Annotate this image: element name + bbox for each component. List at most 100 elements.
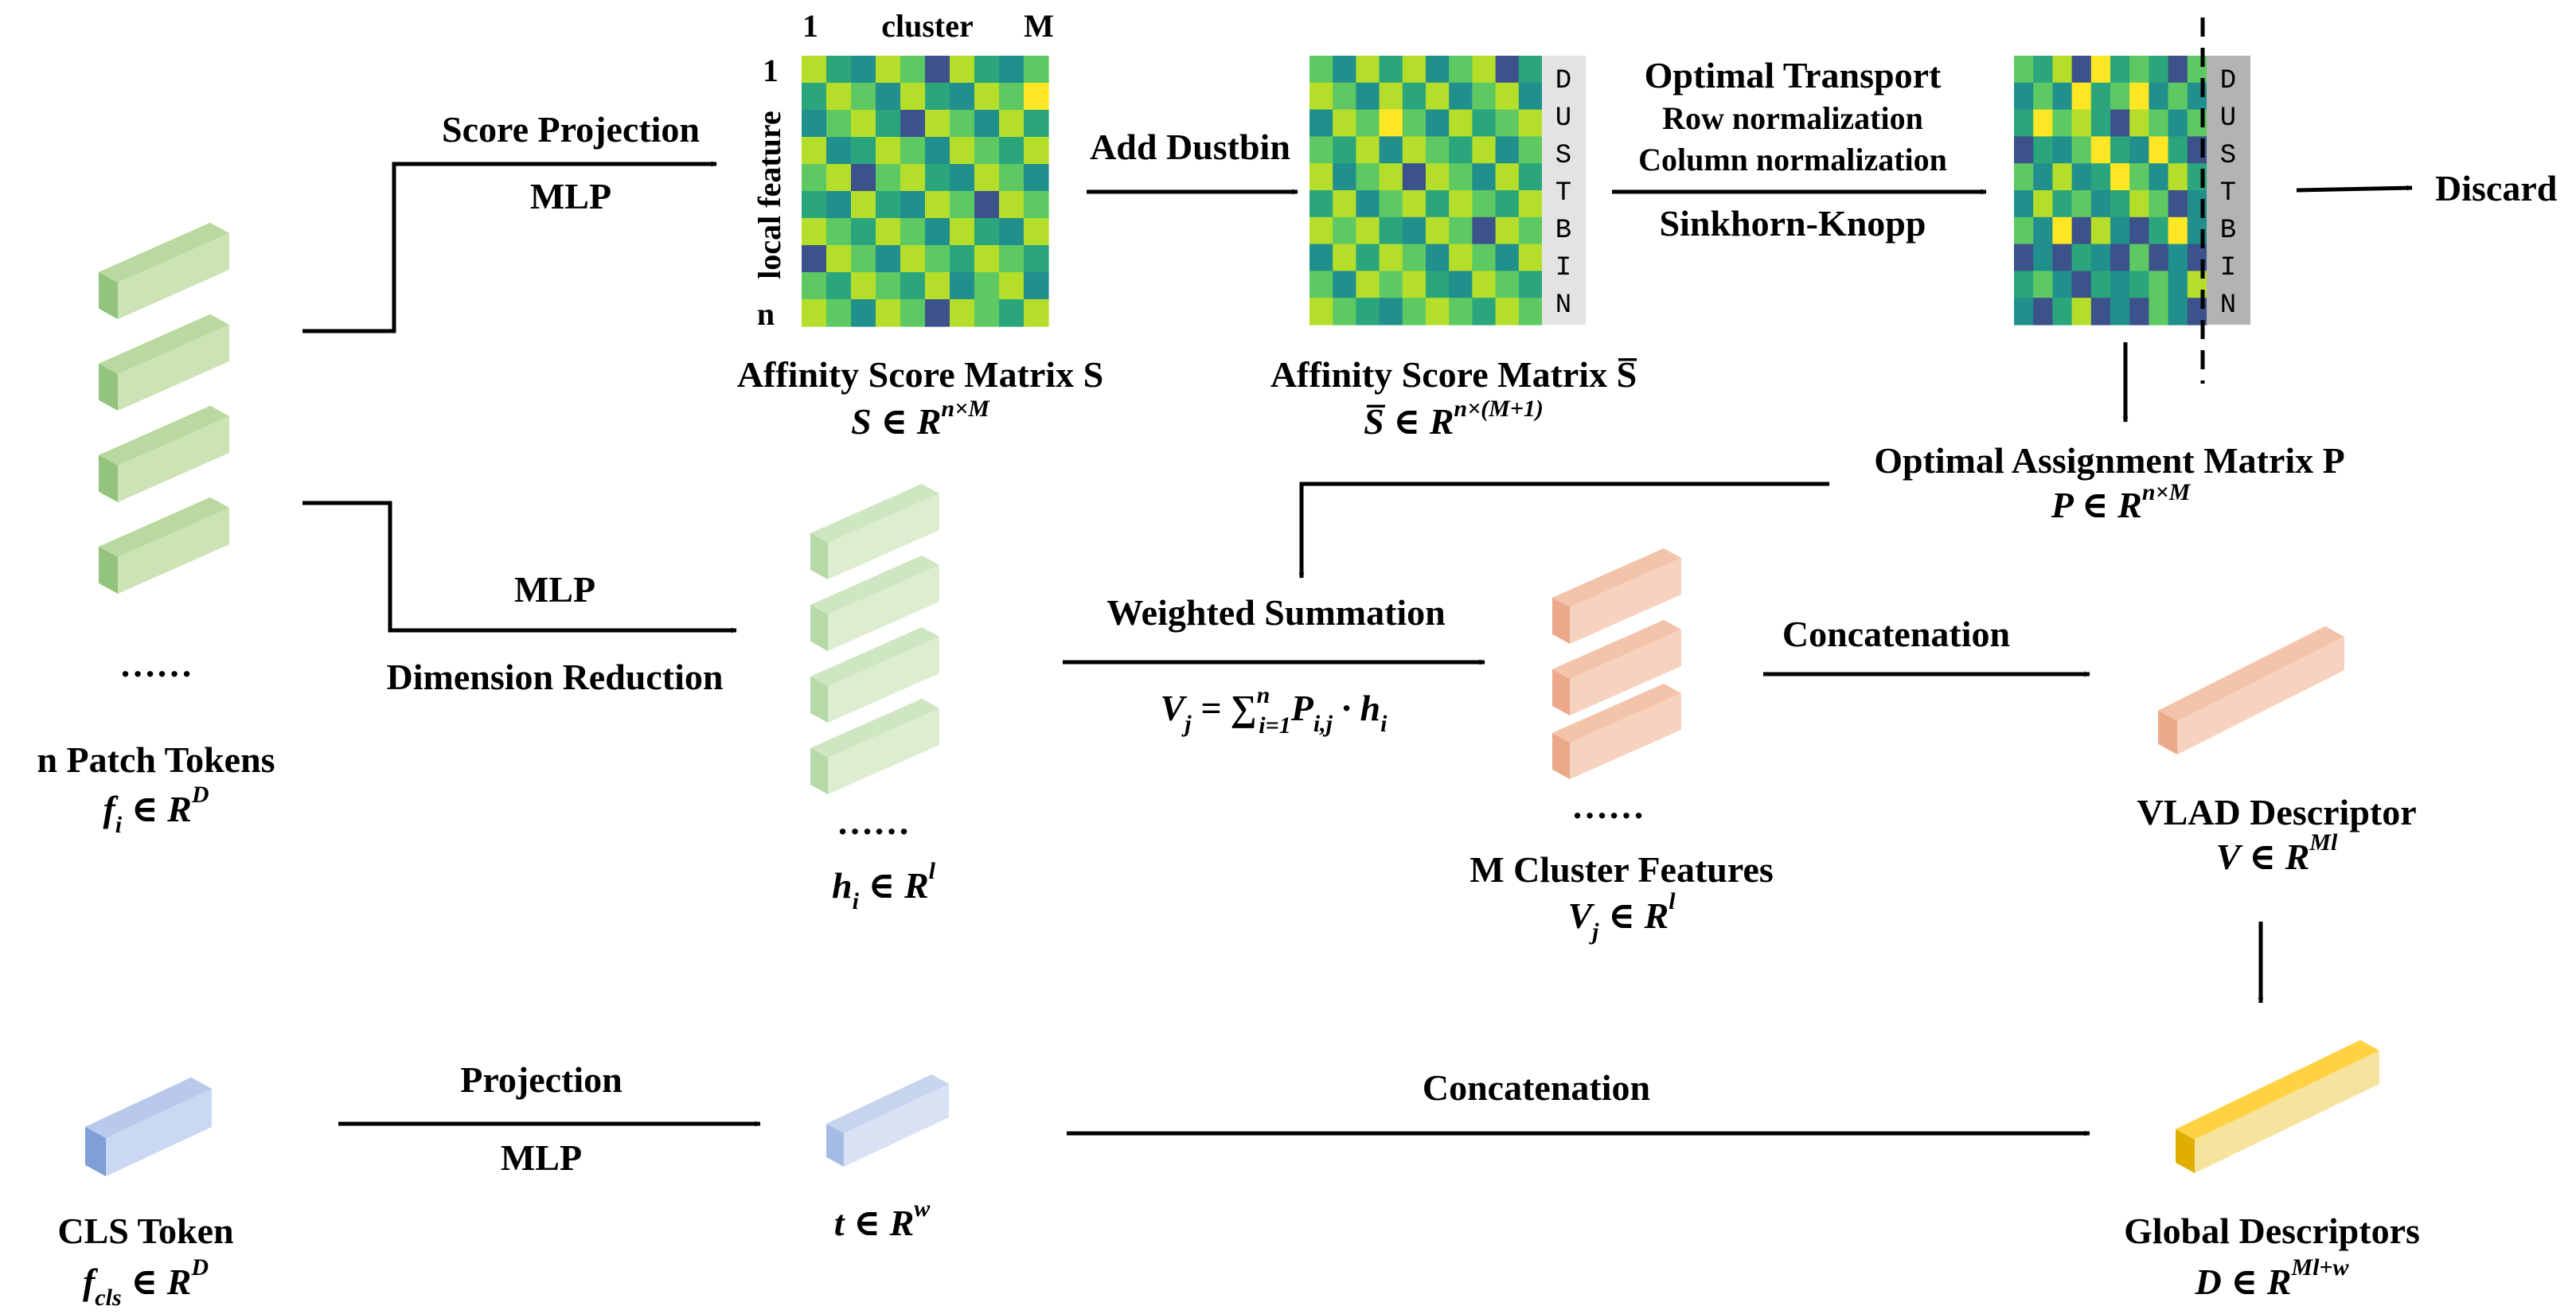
affinity-sbar-cell xyxy=(1402,271,1427,298)
affinity-s-cell xyxy=(900,164,926,192)
affinity-s-cell xyxy=(974,56,1000,84)
affinity-sbar-cell xyxy=(1426,163,1450,191)
affinity-sbar-cell xyxy=(1402,163,1427,191)
affinity-s-cell xyxy=(999,56,1025,84)
token-bar xyxy=(810,555,939,651)
h-ellipsis: …… xyxy=(837,801,910,842)
affinity-s-cell xyxy=(925,191,950,219)
affinity-sbar-cell xyxy=(1402,216,1427,245)
affinity-s-cell xyxy=(950,218,975,246)
affinity-s-cell xyxy=(925,218,950,246)
assignment-p-cell xyxy=(2149,216,2169,245)
dustbin-column-sbar xyxy=(1542,56,1586,325)
bar-end-face xyxy=(826,1123,844,1167)
affinity-sbar-cell xyxy=(1379,271,1403,298)
affinity-sbar-cell xyxy=(1356,190,1380,218)
assignment-p-cell xyxy=(2168,244,2188,271)
assignment-p-cell xyxy=(2110,82,2130,111)
affinity-s-cell xyxy=(826,299,852,327)
token-bar xyxy=(99,405,229,502)
optimal-assignment-matrix-p xyxy=(2014,56,2207,326)
bar-top-face xyxy=(826,1074,949,1133)
affinity-sbar-title: Affinity Score Matrix S̅ xyxy=(1270,354,1637,395)
affinity-s-cell xyxy=(851,191,876,219)
affinity-sbar-cell xyxy=(1356,298,1380,326)
projected-cls-bar xyxy=(826,1074,949,1167)
assignment-p-cell xyxy=(2033,82,2053,111)
affinity-s-cell xyxy=(925,299,950,327)
affinity-s-cell xyxy=(974,137,1000,165)
affinity-s-cell xyxy=(802,272,827,300)
affinity-s-cell xyxy=(1024,218,1049,246)
cluster-features-title: M Cluster Features xyxy=(1469,849,1774,890)
assignment-p-cell xyxy=(2052,244,2073,271)
affinity-s-cell xyxy=(950,110,975,138)
bar-front-face xyxy=(1570,558,1681,644)
cls-token-bar xyxy=(85,1077,212,1176)
assignment-p-cell xyxy=(2033,109,2053,137)
affinity-s-cell xyxy=(925,245,950,273)
bar-front-face xyxy=(844,1084,949,1167)
affinity-s-cell xyxy=(826,83,852,111)
affinity-sbar-cell xyxy=(1495,244,1520,271)
affinity-sbar-cell xyxy=(1426,244,1450,271)
affinity-s-cell xyxy=(876,272,901,300)
affinity-s-cell xyxy=(1024,245,1049,273)
assignment-p-cell xyxy=(2149,190,2169,218)
token-bar xyxy=(810,483,939,579)
assignment-p-cell xyxy=(2090,271,2111,298)
assignment-p-cell xyxy=(2014,298,2034,326)
affinity-s-cell xyxy=(925,137,950,165)
affinity-score-matrix-sbar xyxy=(1309,56,1543,326)
affinity-sbar-cell xyxy=(1426,298,1450,326)
assignment-p-cell xyxy=(2168,109,2188,137)
affinity-sbar-cell xyxy=(1309,298,1333,326)
score-projection-arrow xyxy=(302,161,717,333)
vlad-descriptor-bar xyxy=(2158,626,2344,754)
assignment-p-cell xyxy=(2033,56,2053,84)
assignment-p-cell xyxy=(2090,163,2111,191)
assignment-p-cell xyxy=(2168,82,2188,111)
assignment-p-cell xyxy=(2090,298,2111,326)
assignment-to-summation-arrow xyxy=(1298,482,1829,579)
patch-tokens-title: n Patch Tokens xyxy=(37,739,275,780)
affinity-s-cell xyxy=(851,299,876,327)
assignment-p-cell xyxy=(2090,244,2111,271)
assignment-p-cell xyxy=(2149,109,2169,137)
affinity-s-cell xyxy=(851,272,876,300)
assignment-p-cell xyxy=(2168,298,2188,326)
affinity-s-cell xyxy=(974,83,1000,111)
affinity-s-cell xyxy=(876,299,901,327)
affinity-sbar-cell xyxy=(1333,109,1356,137)
affinity-s-cell xyxy=(826,272,852,300)
assignment-p-cell xyxy=(2168,163,2188,191)
affinity-s-cell xyxy=(851,56,876,84)
affinity-s-cell xyxy=(1024,164,1049,192)
affinity-sbar-cell xyxy=(1402,298,1427,326)
affinity-s-cell xyxy=(999,110,1025,138)
assignment-p-cell xyxy=(2149,136,2169,164)
weighted-summation-label: Weighted Summation xyxy=(1107,592,1446,633)
affinity-s-cell xyxy=(1024,299,1049,327)
discard-arrow xyxy=(2296,185,2413,193)
affinity-s-cell xyxy=(974,164,1000,192)
row-label-1: 1 xyxy=(763,53,779,88)
affinity-s-cell xyxy=(974,191,1000,219)
vlad-math: V ∈ RMl xyxy=(2216,829,2338,877)
affinity-s-cell xyxy=(950,83,975,111)
assignment-p-cell xyxy=(2090,136,2111,164)
affinity-s-cell xyxy=(851,83,876,111)
affinity-sbar-cell xyxy=(1356,56,1380,84)
affinity-sbar-cell xyxy=(1472,271,1497,298)
token-bar xyxy=(1552,683,1681,779)
assignment-p-cell xyxy=(2033,136,2053,164)
add-dustbin-label: Add Dustbin xyxy=(1090,127,1290,167)
affinity-s-cell xyxy=(1024,83,1049,111)
affinity-sbar-cell xyxy=(1426,216,1450,245)
token-bar xyxy=(99,497,229,594)
assignment-p-cell xyxy=(2149,298,2169,326)
bar-end-face xyxy=(810,532,828,579)
dustbin-letter: U xyxy=(2220,103,2236,134)
assignment-p-cell xyxy=(2110,163,2130,191)
